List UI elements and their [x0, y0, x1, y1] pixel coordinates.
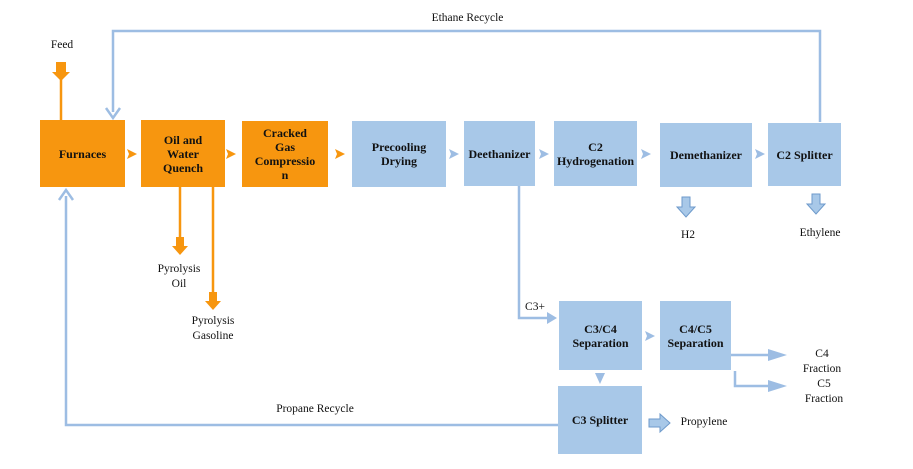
- c2-splitter-label: C2 Splitter: [776, 147, 833, 162]
- ethylene-label: Ethylene: [799, 227, 841, 239]
- arrow-quench-to-compression: [226, 149, 236, 159]
- propane-recycle-arrowhead: [57, 187, 75, 201]
- h2-label: H2: [680, 229, 696, 241]
- c3-plus-line: [517, 186, 550, 320]
- oil-water-quench-box: Oil and Water Quench: [141, 120, 225, 187]
- precooling-drying-label: Precooling Drying: [371, 140, 427, 168]
- propylene-label: Propylene: [680, 416, 728, 428]
- feed-arrow: [52, 62, 70, 81]
- pyrolysis-gasoline-arrow: [205, 292, 221, 310]
- demethanizer-label: Demethanizer: [670, 148, 742, 162]
- propane-recycle-line: [64, 196, 558, 427]
- demethanizer-box: Demethanizer: [660, 123, 752, 187]
- c5-fraction-line: [733, 371, 770, 388]
- c2-hydrogenation-box: C2 Hydrogenation: [554, 121, 637, 186]
- oil-water-quench-label: Oil and Water Quench: [162, 132, 203, 175]
- c3-splitter-box: C3 Splitter: [558, 386, 642, 454]
- c5-fraction-label: C5 Fraction: [804, 378, 844, 405]
- c5-fraction-arrowhead: [768, 380, 787, 392]
- furnaces-label: Furnaces: [58, 146, 107, 161]
- cracked-gas-compression-box: Cracked Gas Compressio n: [242, 121, 328, 187]
- c3c4-separation-box: C3/C4 Separation: [559, 301, 642, 370]
- pyrolysis-gasoline-label: Pyrolysis Gasoline: [191, 315, 235, 342]
- cracked-gas-compression-label: Cracked Gas Compressio n: [254, 126, 316, 182]
- c4c5-separation-label: C4/C5 Separation: [667, 321, 724, 350]
- deethanizer-box: Deethanizer: [464, 121, 535, 186]
- arrow-demethanizer-to-c2splitter: [755, 149, 765, 159]
- c4c5-separation-box: C4/C5 Separation: [660, 301, 731, 370]
- ethane-recycle-label: Ethane Recycle: [431, 12, 504, 24]
- arrow-c3c4-to-c4c5: [645, 331, 655, 341]
- pyrolysis-oil-arrow: [172, 237, 188, 255]
- c2-splitter-box: C2 Splitter: [768, 123, 841, 186]
- ethane-recycle-arrowhead: [104, 107, 122, 121]
- c4-fraction-arrowhead: [768, 349, 787, 361]
- precooling-drying-box: Precooling Drying: [352, 121, 446, 187]
- feed-label: Feed: [50, 39, 74, 51]
- c3-plus-label: C3+: [525, 301, 545, 313]
- arrow-deethanizer-to-hydrogenation: [539, 149, 549, 159]
- c3-plus-arrowhead: [547, 312, 557, 324]
- pyrolysis-oil-label: Pyrolysis Oil: [157, 263, 201, 290]
- ethane-recycle-line: [111, 29, 822, 122]
- ethylene-down-arrow: [805, 193, 827, 215]
- propylene-arrow: [648, 412, 671, 434]
- arrow-furnaces-to-quench: [127, 149, 137, 159]
- c3-splitter-label: C3 Splitter: [571, 413, 629, 427]
- arrow-compression-to-precooling: [335, 149, 345, 159]
- propane-recycle-label: Propane Recycle: [276, 403, 354, 415]
- arrow-hydrogenation-to-demethanizer: [641, 149, 651, 159]
- c2-hydrogenation-label: C2 Hydrogenation: [556, 139, 635, 168]
- h2-down-arrow: [675, 196, 697, 218]
- arrow-c3c4-to-c3splitter: [595, 373, 605, 384]
- arrow-precooling-to-deethanizer: [449, 149, 459, 159]
- furnaces-box: Furnaces: [40, 120, 125, 187]
- deethanizer-label: Deethanizer: [468, 146, 531, 161]
- c4-fraction-label: C4 Fraction: [802, 348, 842, 375]
- c3c4-separation-label: C3/C4 Separation: [572, 321, 629, 350]
